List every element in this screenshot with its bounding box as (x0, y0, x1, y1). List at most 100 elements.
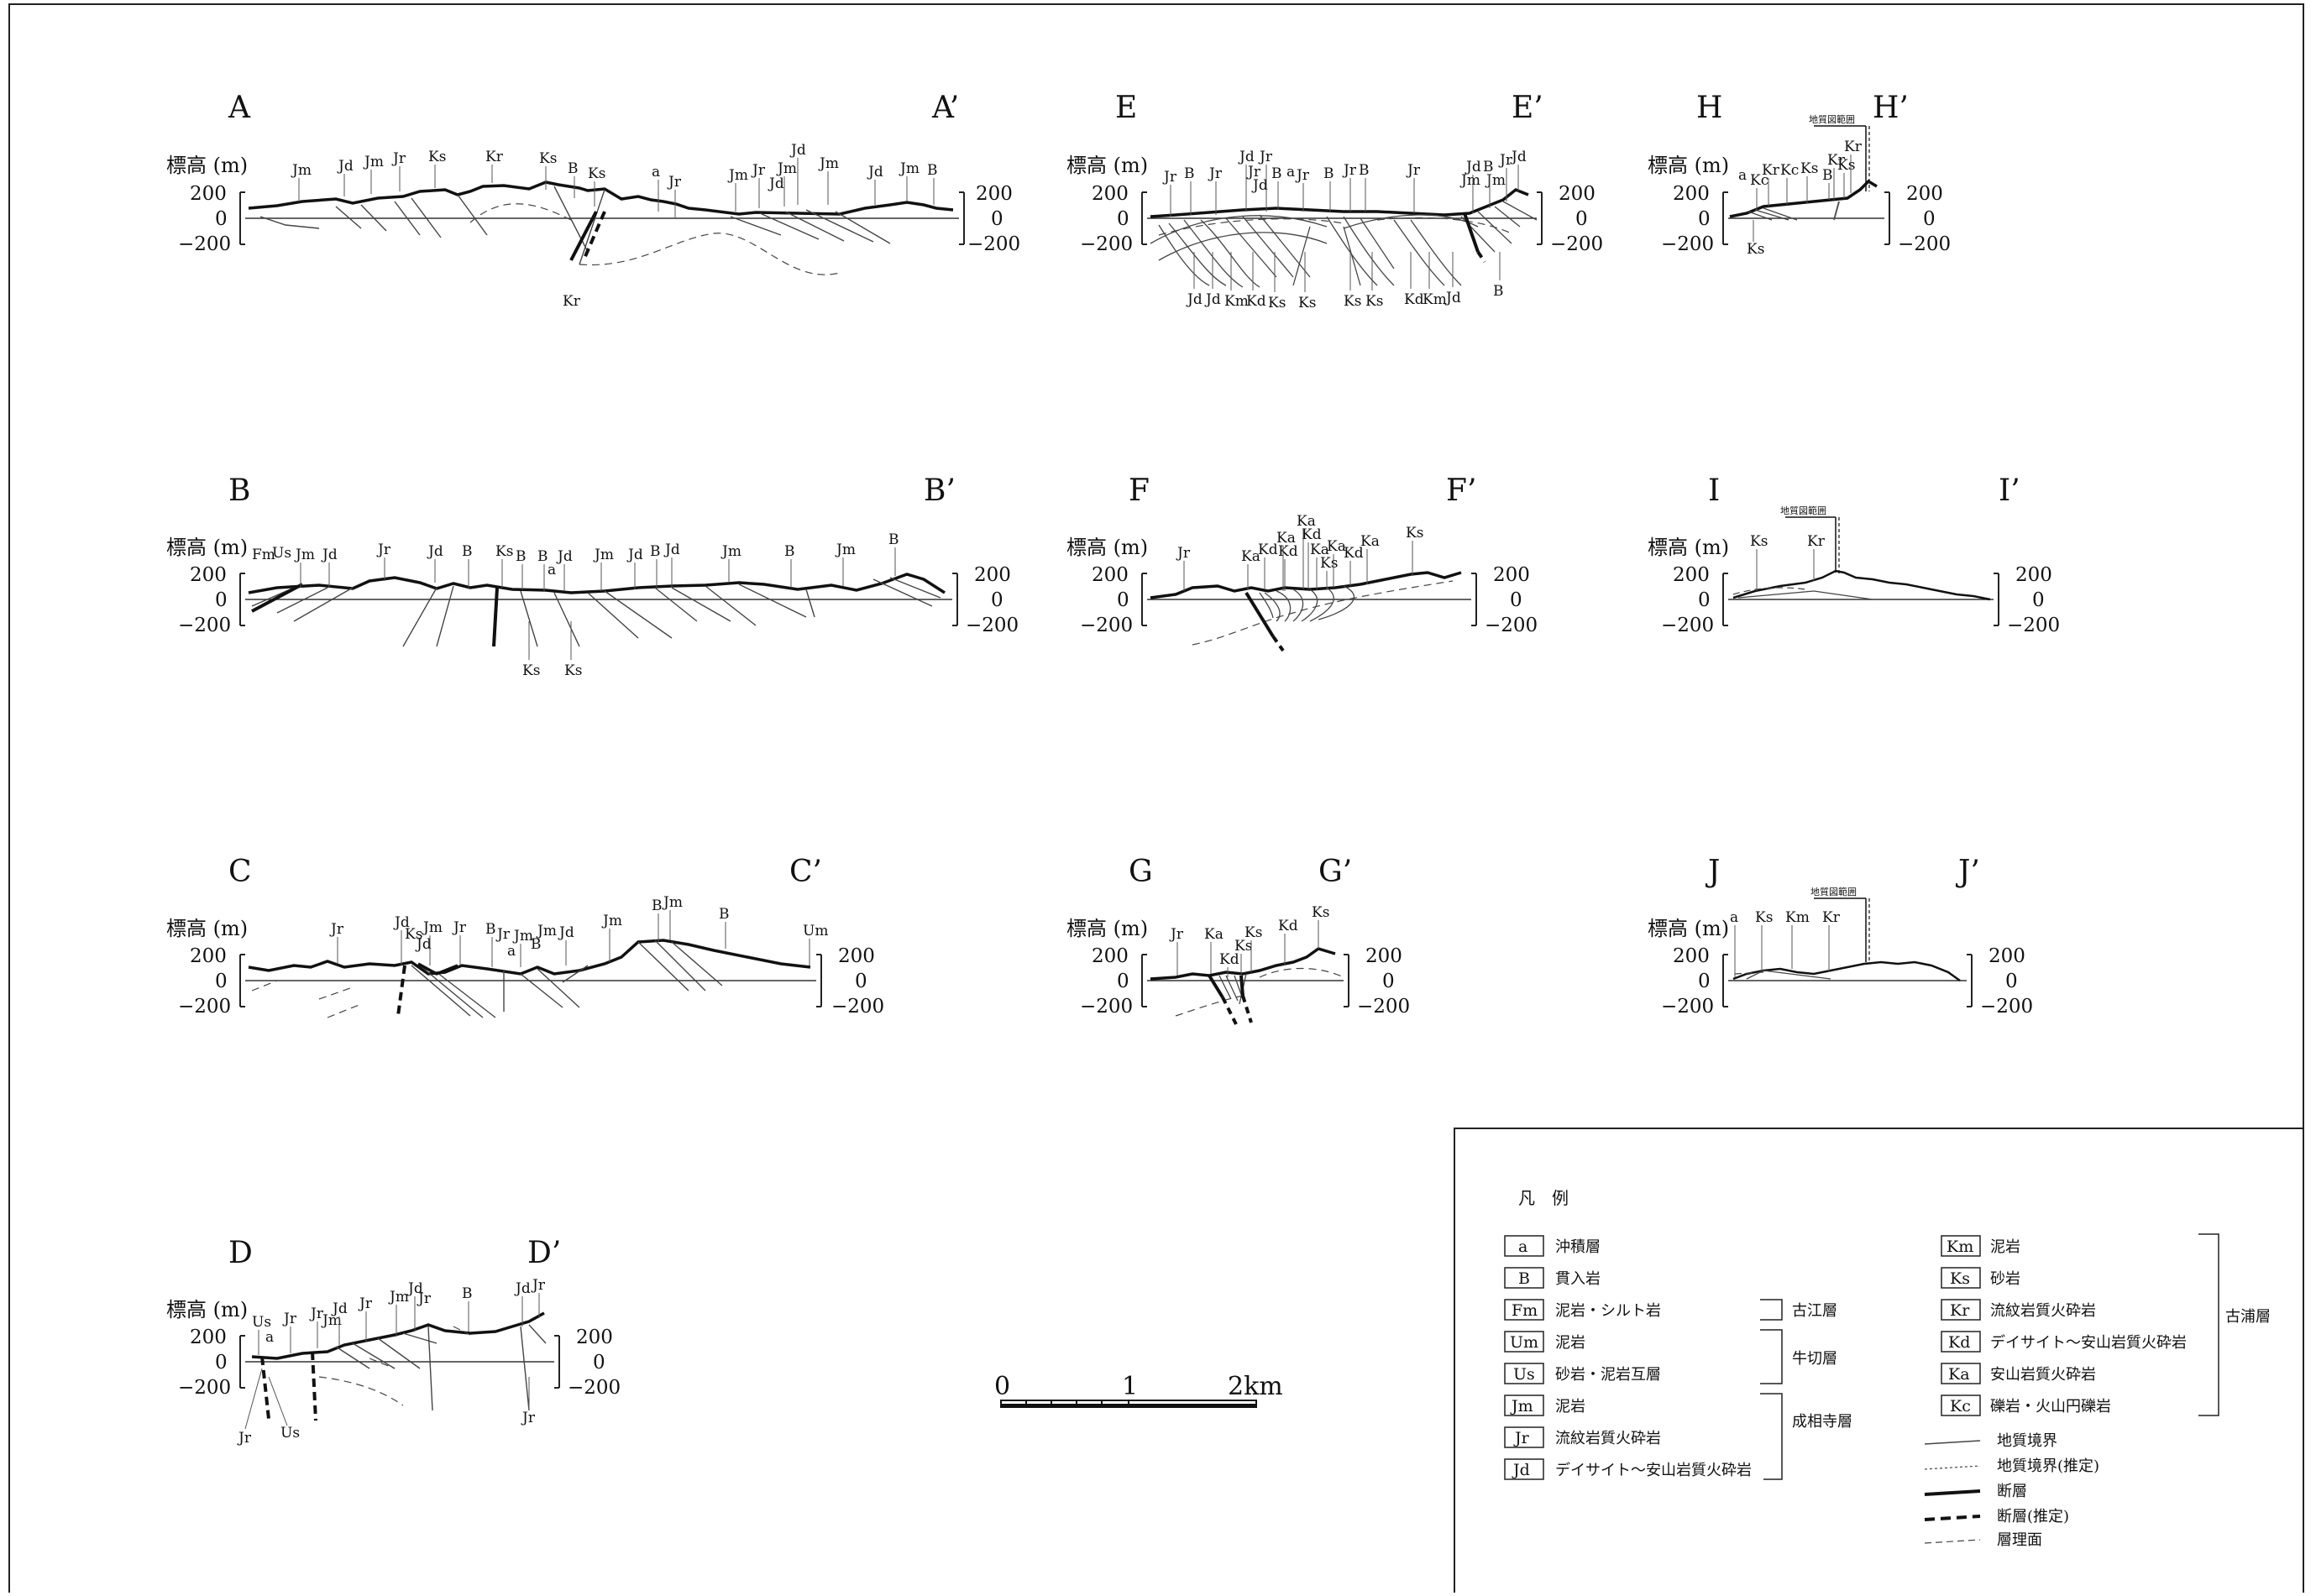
legend-item: Jr 流紋岩質火砕岩 (1504, 1426, 1661, 1448)
section-A: A A’ 標高 (m) 200 0 −200 200 0 −200 Jm Jd … (166, 91, 1020, 310)
unit-label: Jd (768, 175, 784, 192)
section-C-right-label: C’ (789, 855, 822, 889)
unit-label: Jr (495, 926, 511, 943)
legend-group-bracket (2198, 1233, 2219, 1416)
section-B-axis-title: 標高 (m) (166, 536, 248, 559)
legend-heading: 凡 例 (1518, 1188, 1569, 1208)
unit-label: Ka (1204, 926, 1223, 943)
legend-code-box (1941, 1331, 1981, 1353)
unit-label: Ks (1244, 924, 1262, 941)
section-D-topography (251, 1311, 545, 1360)
section-D-right-ticks: 200 0 −200 (568, 1327, 621, 1399)
unit-label: Jd (1238, 149, 1255, 165)
section-A-left-ticks: 200 0 −200 (178, 183, 231, 255)
unit-label: Kd (1344, 545, 1364, 562)
unit-label: a (265, 1329, 274, 1346)
section-B-left-ticks: 200 0 −200 (178, 564, 231, 636)
legend-code: Fm (1512, 1301, 1538, 1320)
legend-group-label: 牛切層 (1792, 1350, 1837, 1368)
legend-label: デイサイト〜安山岩質火砕岩 (1555, 1462, 1752, 1479)
section-G: G G’ 標高 (m) 200 0 −200 200 0 −200 Jr Ka … (1066, 855, 1410, 1025)
legend-item: Kr 流紋岩質火砕岩 (1941, 1299, 2096, 1321)
legend-line-label: 断層 (1997, 1483, 2027, 1500)
unit-label: Jm (720, 543, 741, 560)
unit-label: Ka (1310, 542, 1329, 558)
unit-label: Jd (337, 158, 354, 175)
section-D-left-ticks: 200 0 −200 (178, 1327, 231, 1399)
unit-label: Ks (1234, 938, 1252, 955)
section-B-label-leaders (300, 547, 896, 660)
legend-label: デイサイト〜安山岩質火砕岩 (1990, 1334, 2187, 1352)
unit-label: Jd (867, 164, 883, 181)
drawing-sheet (8, 3, 2304, 1593)
section-J-boundary (1746, 970, 1831, 980)
unit-label: Ka (1276, 530, 1296, 547)
legend-code: Us (1513, 1365, 1535, 1384)
unit-label: Jm (835, 542, 856, 558)
tick-label: 200 (1673, 945, 1710, 967)
unit-label: Jm (321, 1312, 342, 1329)
unit-label: Ks (522, 662, 540, 679)
legend-label: 礫岩・火山円礫岩 (1990, 1398, 2111, 1415)
tick-label: −200 (1485, 615, 1538, 636)
unit-label: Kd (1278, 543, 1298, 560)
unit-label: Jd (393, 914, 410, 931)
section-F-left-axis (1141, 573, 1147, 626)
section-F-boundaries (1259, 585, 1355, 622)
tick-label: 200 (974, 564, 1011, 586)
unit-label: Ka (1327, 538, 1346, 555)
section-H-axis-title: 標高 (m) (1648, 154, 1729, 177)
unit-label: Jd (331, 1300, 348, 1317)
section-J-topography (1732, 960, 1961, 982)
legend-code: Jm (1510, 1397, 1533, 1415)
scale-bar-ticks (1000, 1400, 1257, 1407)
section-A-fault (569, 211, 598, 261)
unit-label: a (1730, 909, 1738, 926)
section-F-fault (1244, 591, 1275, 638)
unit-label: Ks (588, 165, 605, 182)
unit-label: a (507, 943, 516, 960)
section-F-inferred-fault (1271, 635, 1285, 652)
section-E-right-label: E’ (1512, 91, 1543, 125)
unit-label: Ks (1344, 293, 1361, 310)
tick-label: 0 (1923, 208, 1936, 230)
tick-label: 0 (1117, 971, 1129, 992)
section-J-right-ticks: 200 0 −200 (1980, 945, 2033, 1018)
unit-label: Jr (1169, 926, 1184, 943)
unit-label: Kr (1827, 152, 1846, 169)
unit-label: B (1184, 165, 1195, 182)
unit-label: Ks (428, 149, 446, 165)
section-B-topography (248, 573, 946, 594)
legend-code-box (1504, 1235, 1544, 1257)
section-D-boundaries (335, 1324, 547, 1411)
unit-label: B (1822, 167, 1833, 184)
unit-label: Jd (406, 1280, 423, 1297)
legend-group-bracket (1760, 1393, 1783, 1480)
legend-item: Kc 礫岩・火山円礫岩 (1941, 1395, 2111, 1416)
legend-code-box (1941, 1235, 1981, 1257)
section-A-boundaries (259, 186, 891, 265)
section-A-inferred-boundary (469, 203, 572, 223)
section-H-right-axis (1884, 191, 1890, 245)
unit-label: Kd (1246, 293, 1266, 310)
unit-label: Ks (1312, 904, 1329, 921)
legend-group-label: 成相寺層 (1792, 1413, 1852, 1431)
section-I-right-ticks: 200 0 −200 (2007, 564, 2060, 636)
unit-label: Jm (776, 160, 797, 177)
legend-code-box (1504, 1363, 1544, 1384)
section-I-right-axis (1994, 573, 1999, 626)
tick-label: 0 (1698, 971, 1711, 992)
unit-label: Jr (1162, 169, 1177, 186)
unit-label: Jm (1485, 172, 1506, 189)
section-B-right-axis (952, 573, 958, 626)
legend-code-box (1504, 1458, 1544, 1480)
scale-bar: 0 1 2km (994, 1372, 1283, 1408)
unit-label: B (462, 1285, 473, 1302)
section-C-left-axis (239, 954, 245, 1007)
legend-code: Jd (1512, 1461, 1530, 1479)
legend-frame (1454, 1128, 2304, 1593)
section-F-unit-labels: Jr Ka Kd Ka Kd Ka Kd Ks Ka Ka Kd Ka Ks (1176, 513, 1423, 572)
tick-label: 200 (838, 945, 875, 967)
legend-group-label: 古浦層 (2225, 1308, 2271, 1326)
unit-label: Jd (1465, 159, 1481, 175)
